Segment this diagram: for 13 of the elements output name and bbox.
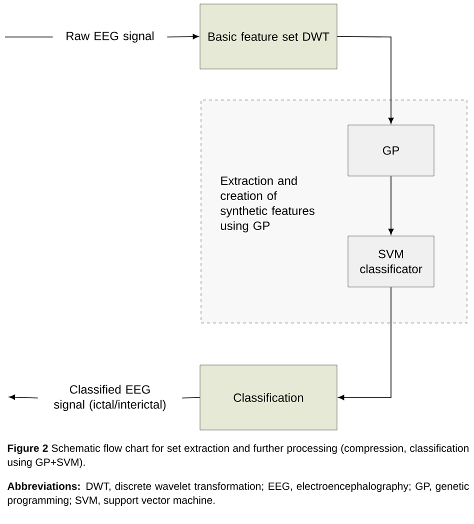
process-box: Basic feature set DWT	[200, 4, 338, 70]
process-box: SVM classificator	[348, 236, 434, 288]
abbreviations-note: Abbreviations: DWT, discrete wavelet transformation; EEG, electroencephalography; GP, genetic programming; SVM, support vector machine.	[7, 482, 469, 506]
arrow	[388, 176, 394, 235]
process-box: GP	[348, 124, 434, 176]
arrow	[166, 34, 199, 40]
arrow	[338, 286, 392, 400]
label-text: Raw EEG signal	[66, 31, 154, 43]
figure-caption: Figure 2 Schematic flow chart for set extraction and further processing (compression, classification using GP+SVM).	[8, 444, 468, 468]
arrow	[9, 394, 38, 400]
label-text: Classified EEG signal (ictal/interictal)	[54, 384, 166, 412]
arrow	[336, 36, 394, 124]
process-box: Classification	[200, 364, 338, 430]
